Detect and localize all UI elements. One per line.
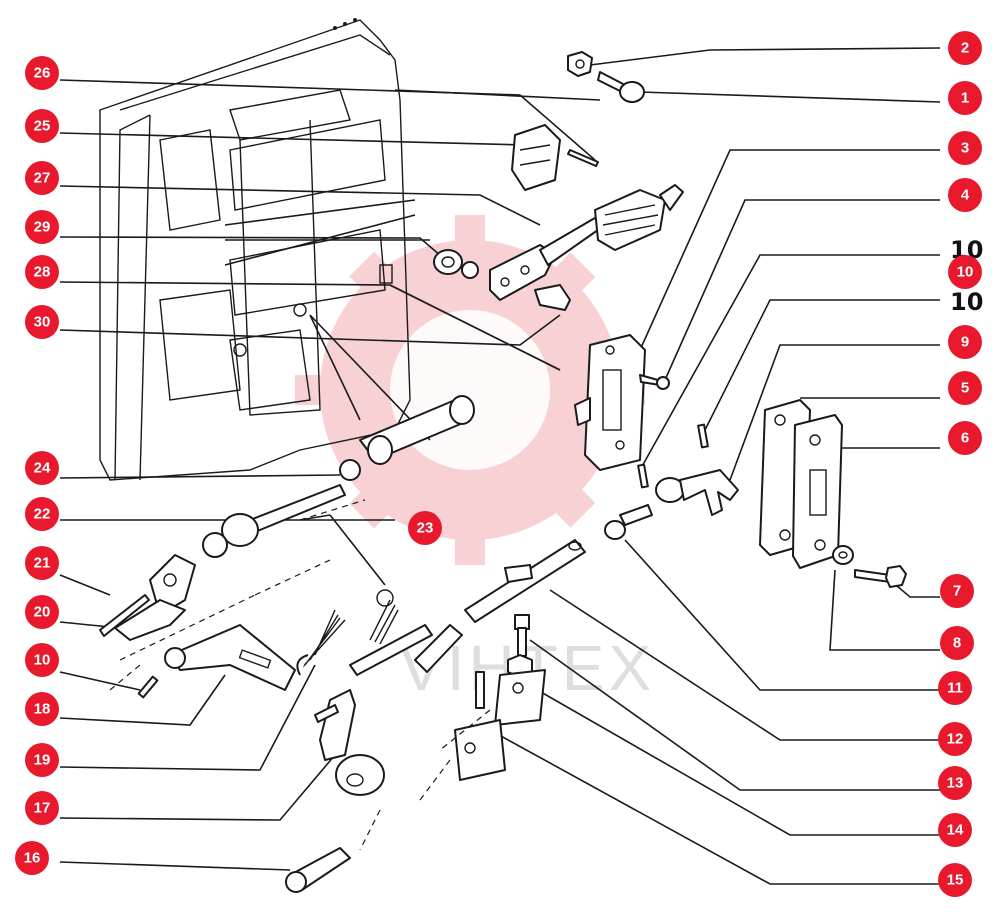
- part-screw-21: [99, 594, 150, 637]
- part-cable-clamp-25: [511, 124, 561, 191]
- part-bolt-7: [854, 565, 907, 588]
- svg-text:12: 12: [947, 731, 964, 748]
- callout-19: 19: [25, 743, 59, 777]
- callout-2: 2: [948, 31, 982, 65]
- svg-text:10: 10: [34, 652, 51, 669]
- callout-6: 6: [948, 421, 982, 455]
- svg-text:23: 23: [417, 520, 434, 537]
- part-plate-20: [114, 599, 186, 641]
- callout-16: 16: [15, 841, 49, 875]
- callout-12: 12: [938, 722, 972, 756]
- svg-text:26: 26: [34, 65, 51, 82]
- callout-21: 21: [25, 546, 59, 580]
- svg-text:15: 15: [947, 872, 964, 889]
- part-sleeve-24: [339, 395, 475, 481]
- svg-text:22: 22: [34, 506, 51, 523]
- callout-7: 7: [940, 574, 974, 608]
- svg-text:4: 4: [961, 187, 970, 204]
- callout-11: 11: [938, 671, 972, 705]
- part-shaft-12: [464, 539, 586, 623]
- svg-text:10: 10: [957, 264, 974, 281]
- svg-text:29: 29: [34, 219, 51, 236]
- part-bushing-29: [433, 249, 479, 279]
- callout-1: 1: [948, 81, 982, 115]
- svg-text:14: 14: [947, 822, 964, 839]
- callout-25: 25: [25, 109, 59, 143]
- callout-3: 3: [948, 131, 982, 165]
- callout-4: 4: [948, 178, 982, 212]
- leader-lines: [59, 79, 601, 871]
- svg-text:27: 27: [34, 170, 51, 187]
- svg-text:30: 30: [34, 314, 51, 331]
- svg-text:21: 21: [34, 555, 51, 572]
- part-screw-4: [639, 374, 670, 390]
- part-handle-lever-27: [489, 184, 684, 301]
- callout-8: 8: [940, 626, 974, 660]
- callout-17: 17: [25, 791, 59, 825]
- part-spindle-22: [202, 484, 346, 558]
- callout-29: 29: [25, 210, 59, 244]
- part-knob-screw-1: [597, 71, 645, 103]
- callout-30: 30: [25, 305, 59, 339]
- part-pin-26: [567, 149, 599, 167]
- part-springs-23: [296, 589, 399, 676]
- svg-text:19: 19: [34, 752, 51, 769]
- svg-text:20: 20: [34, 604, 51, 621]
- callout-23: 23: [408, 511, 442, 545]
- part-base-block: [419, 669, 546, 801]
- callout-24: 24: [25, 451, 59, 485]
- part-lever-18: [164, 624, 296, 691]
- callout-28: 28: [25, 255, 59, 289]
- part-hook-9: [655, 469, 739, 516]
- svg-text:11: 11: [947, 680, 963, 697]
- callout-5: 5: [948, 371, 982, 405]
- leader-lines-right: [489, 47, 941, 885]
- svg-text:18: 18: [34, 701, 51, 718]
- svg-text:1: 1: [961, 90, 969, 107]
- callout-10-right: 10: [948, 255, 982, 289]
- svg-text:24: 24: [34, 460, 51, 477]
- callout-13: 13: [938, 766, 972, 800]
- part-rod-pin: [349, 624, 463, 676]
- svg-text:7: 7: [953, 583, 961, 600]
- part-washer-8: [832, 545, 854, 565]
- part-bolt-13: [514, 614, 530, 657]
- part-pin-16: [285, 847, 351, 893]
- svg-text:3: 3: [961, 140, 969, 157]
- part-bolt-11: [604, 504, 653, 540]
- svg-text:2: 2: [961, 40, 969, 57]
- svg-text:9: 9: [961, 334, 969, 351]
- svg-text:13: 13: [947, 775, 964, 792]
- callout-20: 20: [25, 595, 59, 629]
- callout-18: 18: [25, 692, 59, 726]
- callout-10-left: 10: [25, 643, 59, 677]
- part-link-17: [314, 689, 385, 796]
- svg-text:16: 16: [24, 850, 41, 867]
- callout-26: 26: [25, 56, 59, 90]
- part-plate-3: [574, 334, 646, 471]
- svg-text:8: 8: [953, 635, 961, 652]
- dashed-guides: [109, 499, 381, 851]
- callout-15: 15: [938, 863, 972, 897]
- callout-22: 22: [25, 497, 59, 531]
- part-plate-6: [792, 414, 843, 569]
- part-pin-15: [475, 671, 485, 709]
- svg-text:6: 6: [961, 430, 969, 447]
- callout-14: 14: [938, 813, 972, 847]
- part-bolt-30: [534, 284, 571, 311]
- callout-9: 9: [948, 325, 982, 359]
- svg-text:5: 5: [961, 380, 969, 397]
- label-10-lower: 10: [950, 288, 983, 316]
- svg-text:17: 17: [34, 800, 51, 817]
- part-nut-2: [567, 51, 593, 77]
- part-pins-10: [137, 423, 709, 699]
- svg-text:28: 28: [34, 264, 51, 281]
- callout-27: 27: [25, 161, 59, 195]
- svg-text:25: 25: [34, 118, 51, 135]
